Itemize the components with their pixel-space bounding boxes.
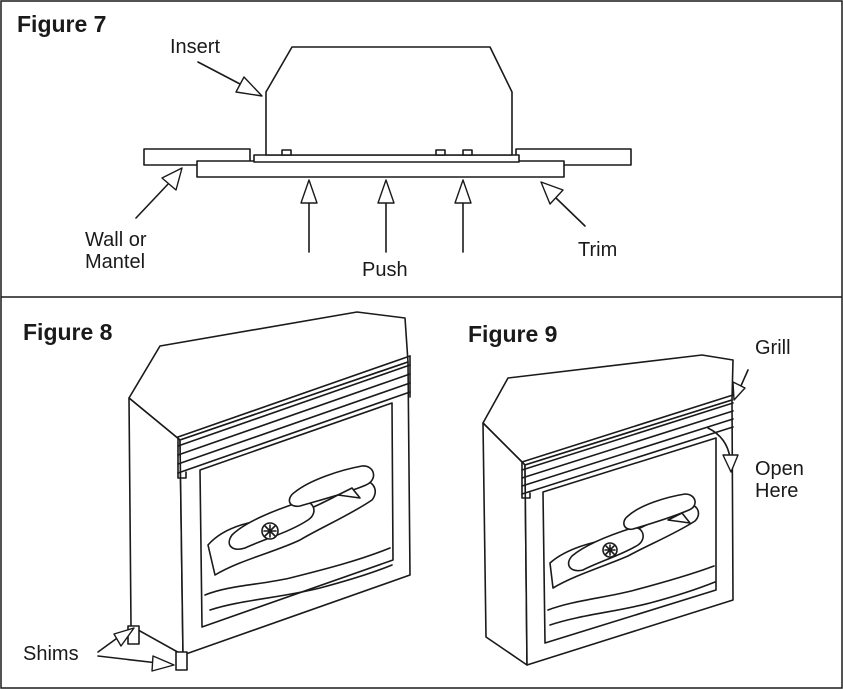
grill-label: Grill <box>755 337 791 359</box>
open-label-line1: Open <box>755 458 804 480</box>
wall-label-line1: Wall or <box>85 229 147 251</box>
open-label-line2: Here <box>755 480 799 502</box>
insert-body <box>265 46 513 156</box>
push-arrow-icon-right <box>454 179 472 253</box>
figure9-title: Figure 9 <box>468 321 558 347</box>
wall-arrow-icon <box>135 167 183 219</box>
grill-arrow-icon <box>732 369 749 401</box>
trim-arrow-icon <box>540 181 586 227</box>
shims-arrow-icon <box>97 627 175 672</box>
figure7-title: Figure 7 <box>17 11 107 37</box>
trim-label: Trim <box>578 239 618 261</box>
insert-label: Insert <box>170 36 221 58</box>
clips <box>281 149 473 156</box>
insert-arrow-icon <box>197 61 263 97</box>
wall-label-line2: Mantel <box>85 251 146 273</box>
push-arrow-icon-center <box>377 179 395 253</box>
push-label: Push <box>362 259 408 281</box>
figure9-fireplace-illustration <box>482 354 734 666</box>
open-here-arrow-icon <box>707 427 739 473</box>
figure8-title: Figure 8 <box>23 319 113 345</box>
trim-plate <box>196 160 565 178</box>
push-arrow-icon-left <box>300 179 318 253</box>
insert-flange <box>253 154 520 163</box>
figure7-drawing <box>143 46 632 178</box>
shims-label: Shims <box>23 643 79 665</box>
figure8-fireplace-illustration <box>127 311 411 671</box>
